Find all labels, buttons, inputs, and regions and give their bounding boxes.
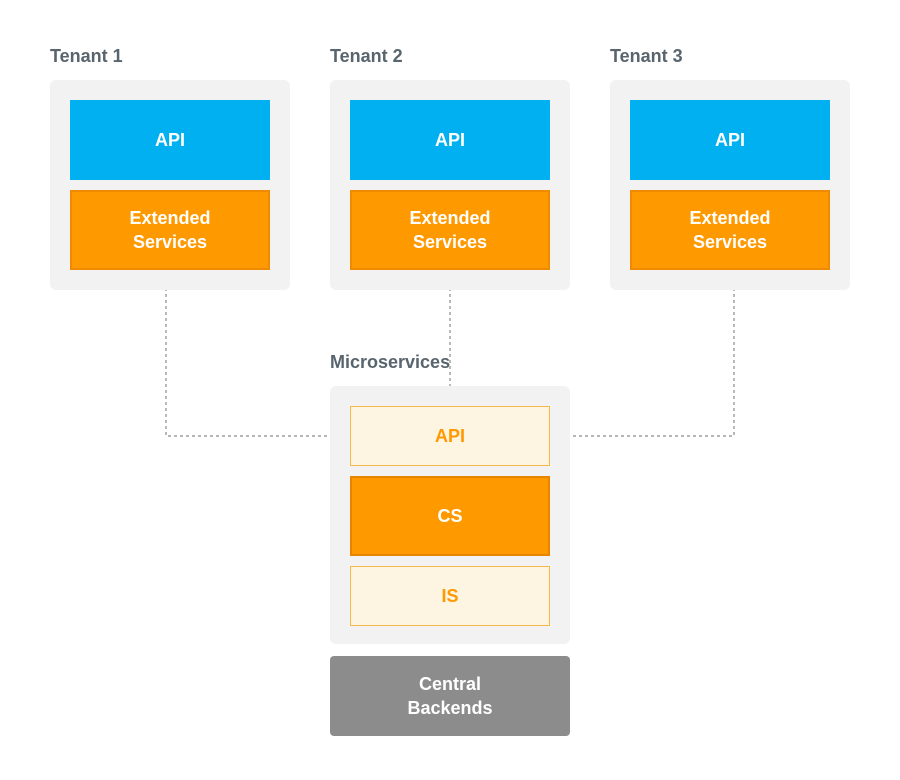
tenant-1-panel: API Extended Services bbox=[50, 80, 290, 290]
microservices-api-block: API bbox=[350, 406, 550, 466]
tenant-2-title: Tenant 2 bbox=[330, 46, 403, 66]
microservices-cs-block: CS bbox=[350, 476, 550, 556]
tenant-3-title: Tenant 3 bbox=[610, 46, 683, 66]
microservices-panel: API CS IS bbox=[330, 386, 570, 644]
connector-tenant-3 bbox=[550, 270, 735, 437]
tenant-3-extended-services-block: Extended Services bbox=[630, 190, 830, 270]
tenant-2-api-block: API bbox=[350, 100, 550, 180]
microservices-title: Microservices bbox=[330, 352, 451, 372]
central-backends-block: Central Backends bbox=[330, 656, 570, 736]
tenant-3-panel: API Extended Services bbox=[610, 80, 850, 290]
microservices-is-block: IS bbox=[350, 566, 550, 626]
tenant-1-api-block: API bbox=[70, 100, 270, 180]
tenant-2-panel: API Extended Services bbox=[330, 80, 570, 290]
tenant-2-extended-services-block: Extended Services bbox=[350, 190, 550, 270]
tenant-1-title: Tenant 1 bbox=[50, 46, 123, 66]
tenant-3-api-block: API bbox=[630, 100, 830, 180]
tenant-1-extended-services-block: Extended Services bbox=[70, 190, 270, 270]
connector-tenant-1 bbox=[165, 270, 350, 437]
